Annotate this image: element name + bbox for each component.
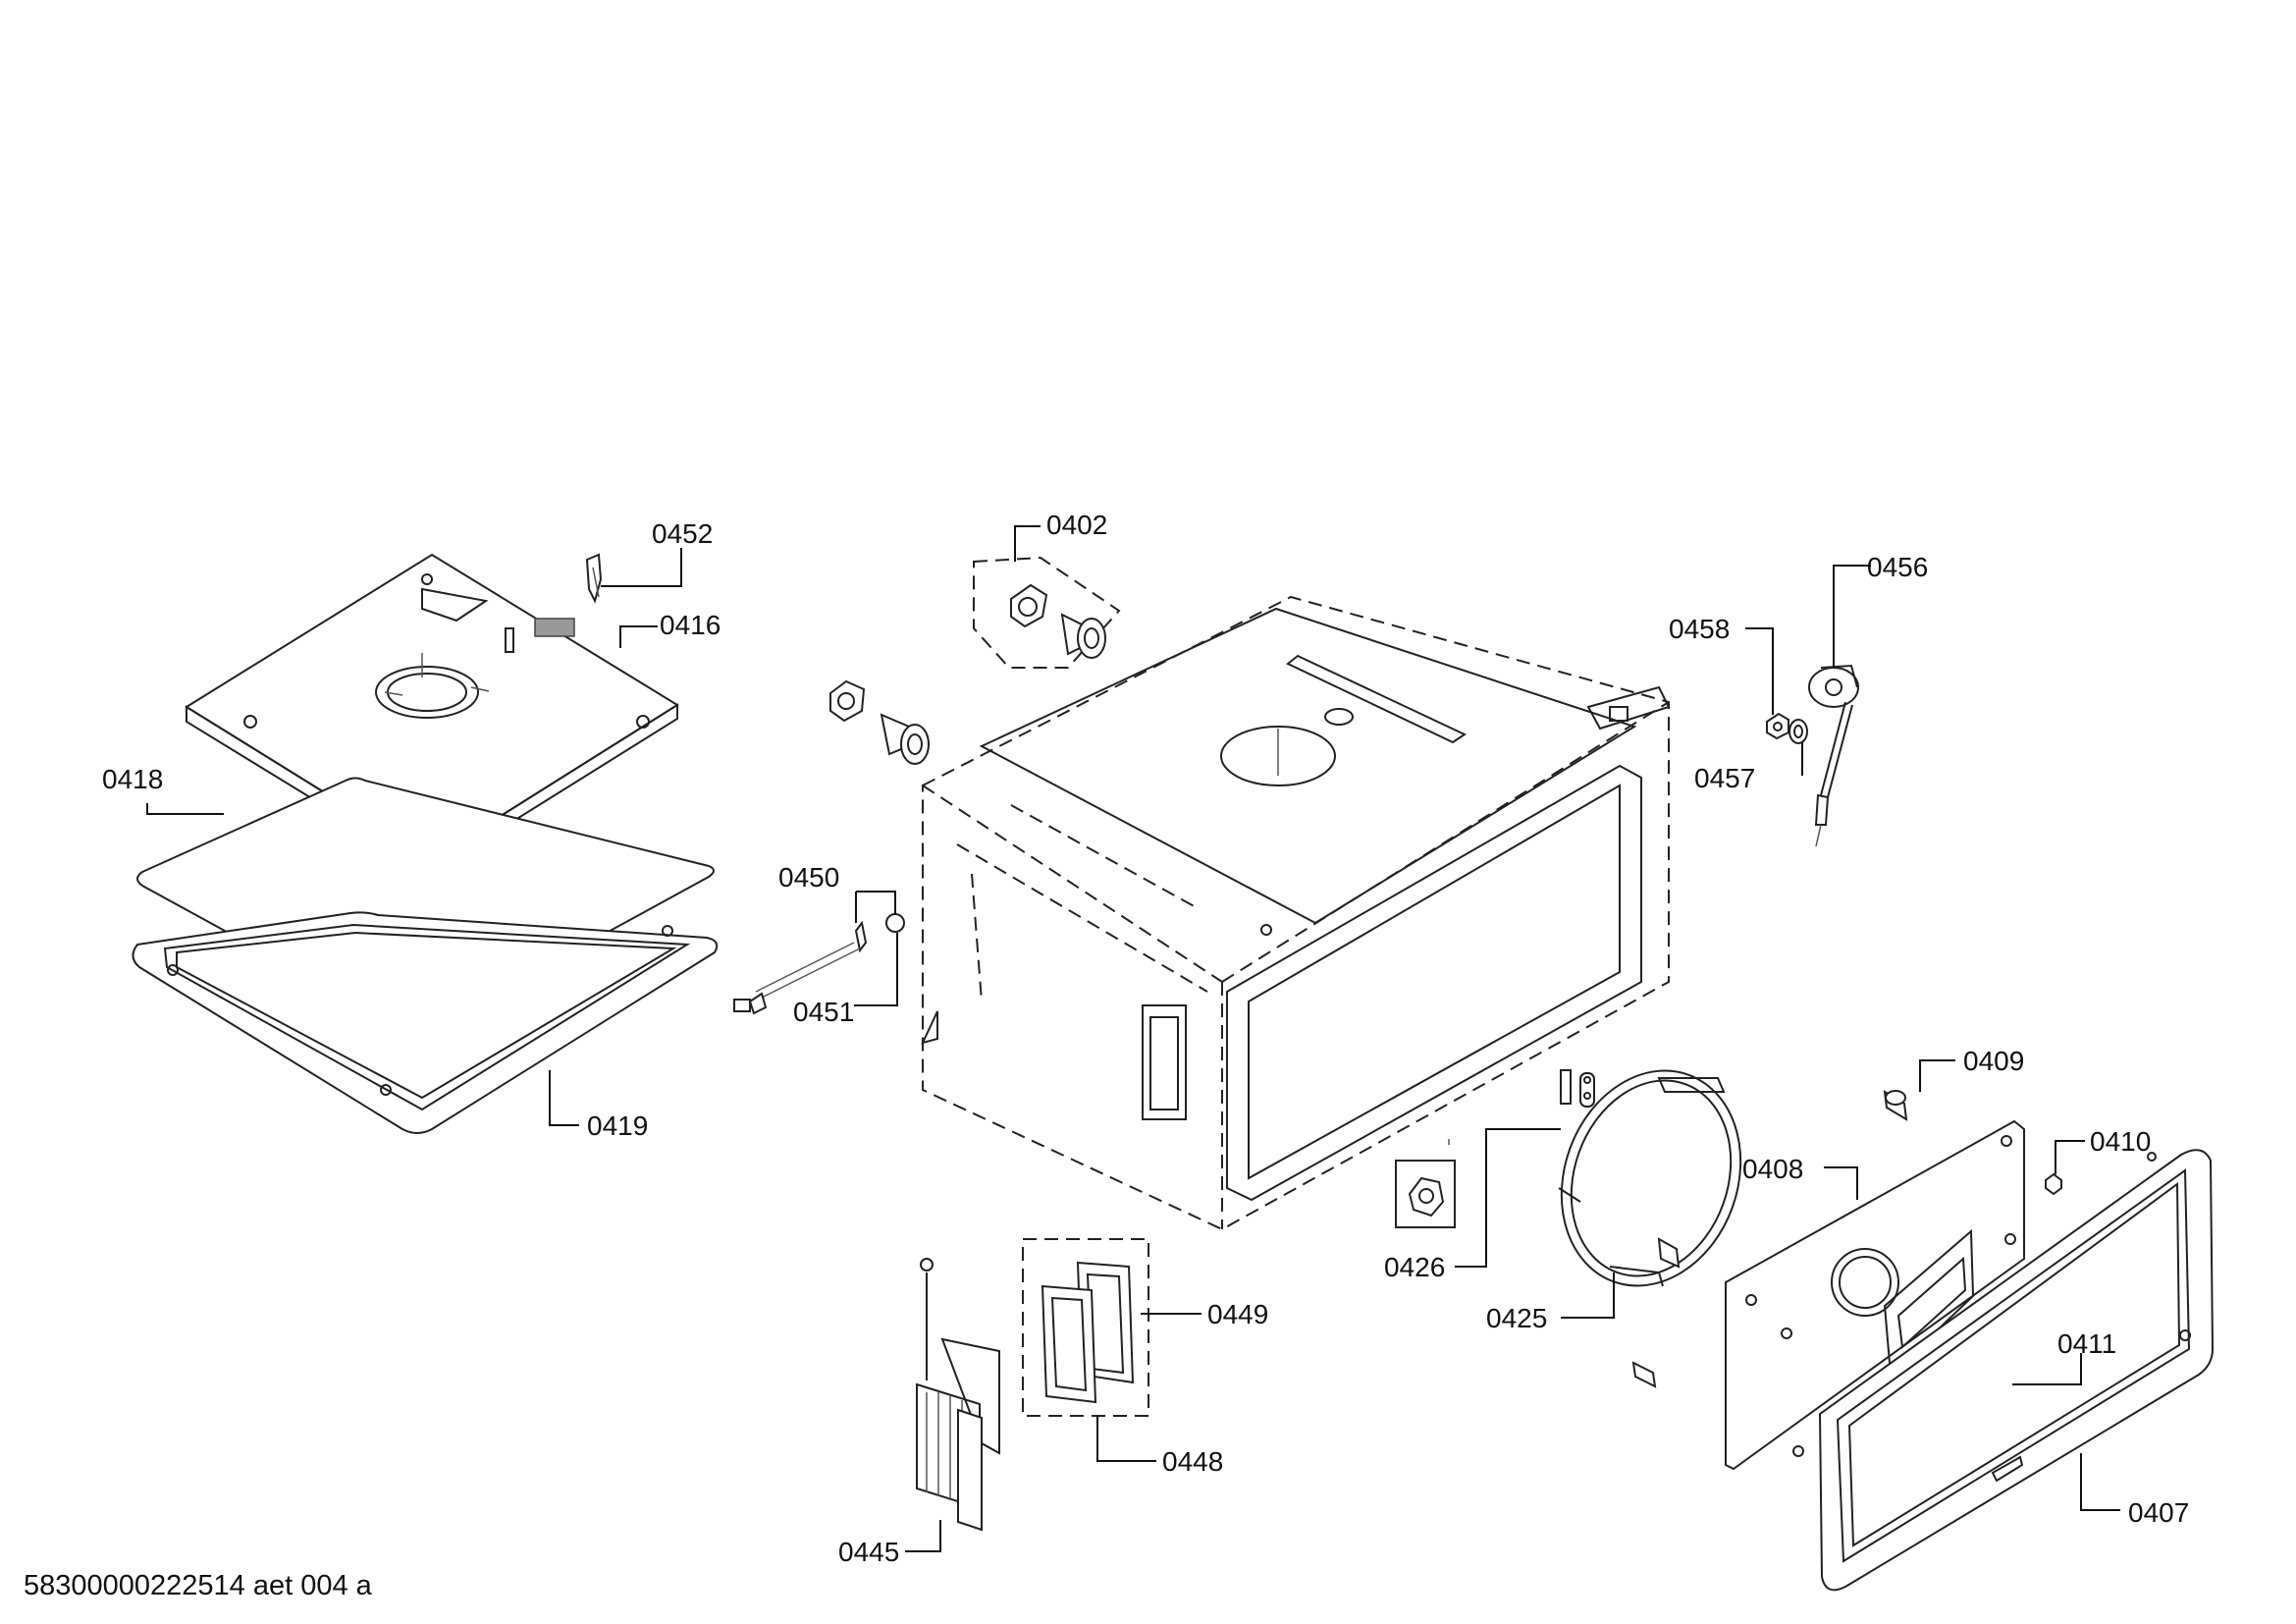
- label-0456[interactable]: 0456: [1867, 552, 1928, 582]
- label-0402[interactable]: 0402: [1046, 510, 1107, 540]
- part-0408-back-plate[interactable]: [1725, 1119, 2025, 1471]
- label-0425[interactable]: 0425: [1486, 1303, 1547, 1333]
- part-0425-heater[interactable]: [1532, 1046, 1770, 1312]
- part-0416-top-cover[interactable]: [185, 553, 679, 874]
- label-0408[interactable]: 0408: [1742, 1154, 1803, 1184]
- label-0448[interactable]: 0448: [1162, 1446, 1223, 1477]
- part-0452-clip[interactable]: [585, 553, 603, 604]
- label-0451[interactable]: 0451: [793, 997, 854, 1027]
- part-0426-bracket[interactable]: [1395, 1069, 1595, 1228]
- part-0457-washer[interactable]: [1789, 719, 1808, 744]
- part-0445-element[interactable]: [916, 1258, 1000, 1532]
- label-0426[interactable]: 0426: [1384, 1252, 1445, 1282]
- oven-cavity[interactable]: [921, 595, 1671, 1231]
- label-0450[interactable]: 0450: [778, 862, 839, 893]
- part-0419-frame[interactable]: [132, 911, 719, 1134]
- part-0407-0411-front-frame[interactable]: [1631, 1149, 2215, 1592]
- part-0418-insulation-sheet[interactable]: [136, 777, 715, 1035]
- label-0458[interactable]: 0458: [1669, 614, 1730, 644]
- label-0407[interactable]: 0407: [2128, 1497, 2189, 1528]
- drawing-reference-code: 58300000222514 aet 004 a: [24, 1570, 373, 1601]
- label-0452[interactable]: 0452: [652, 518, 713, 549]
- label-0445[interactable]: 0445: [838, 1537, 899, 1567]
- label-0410[interactable]: 0410: [2090, 1126, 2151, 1157]
- part-0402-nut-bushing[interactable]: [829, 556, 1121, 765]
- label-0418[interactable]: 0418: [102, 764, 163, 794]
- part-labels: 0452 0416 0418 0419 0402 0450 0451 0456 …: [102, 510, 2189, 1567]
- label-0409[interactable]: 0409: [1963, 1046, 2024, 1076]
- label-0457[interactable]: 0457: [1694, 763, 1755, 793]
- label-0449[interactable]: 0449: [1207, 1299, 1268, 1329]
- part-0410-nut[interactable]: [2045, 1172, 2062, 1196]
- part-0456-motor[interactable]: [1808, 664, 1859, 847]
- part-0448-0449-seals[interactable]: [1022, 1238, 1149, 1417]
- part-0409-spacer[interactable]: [1883, 1090, 1908, 1121]
- label-0416[interactable]: 0416: [660, 610, 721, 640]
- leader-lines: [146, 525, 2120, 1552]
- label-0419[interactable]: 0419: [587, 1110, 648, 1141]
- label-0411[interactable]: 0411: [2057, 1328, 2116, 1359]
- part-0458-nut[interactable]: [1766, 712, 1789, 740]
